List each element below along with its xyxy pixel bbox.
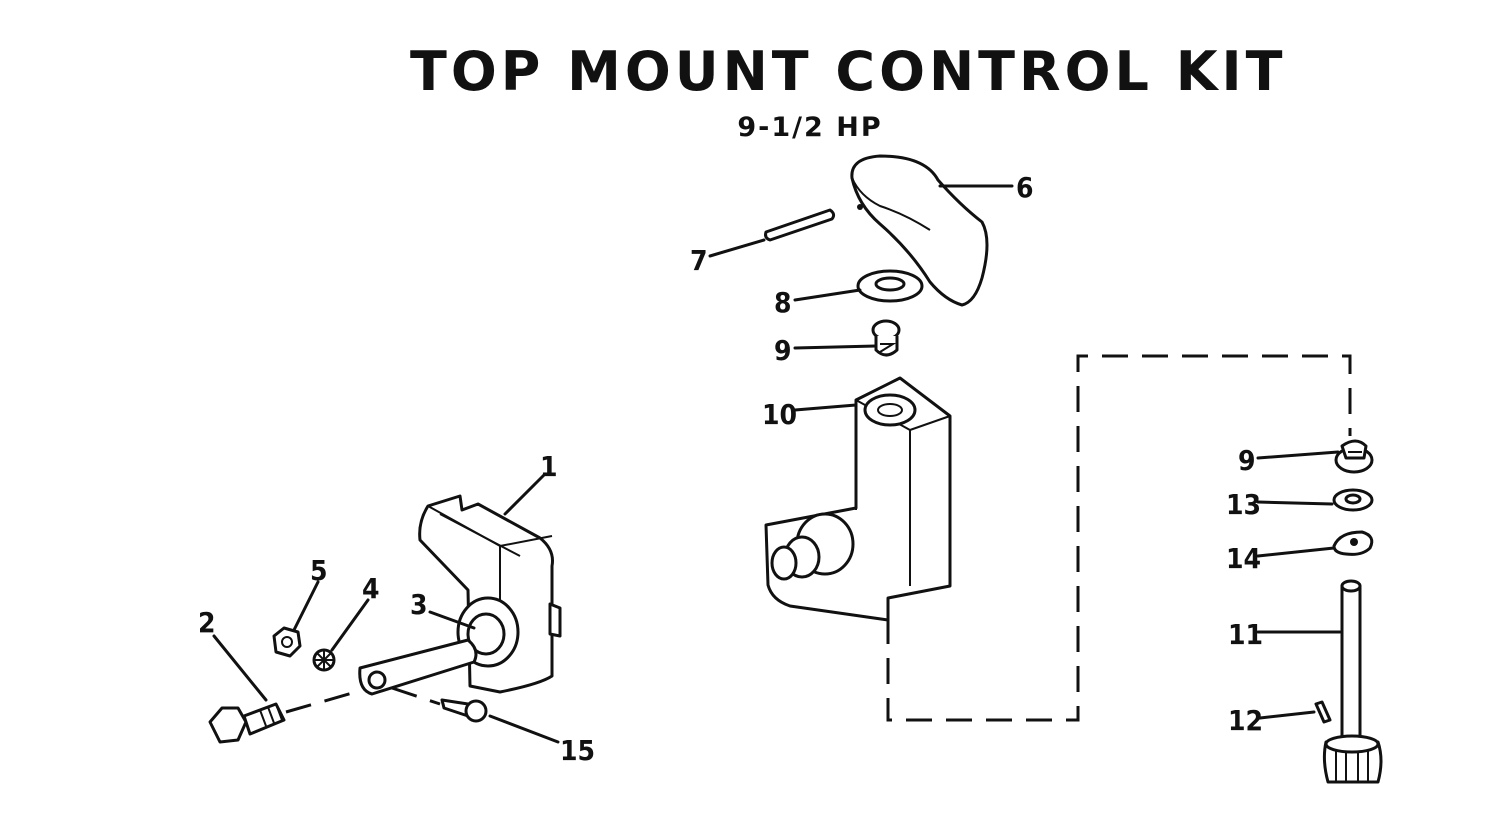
part-8-washer <box>856 269 924 303</box>
callout-13: 13 <box>1226 488 1261 521</box>
part-13-washer <box>1332 488 1374 512</box>
callout-15: 15 <box>560 734 595 767</box>
assembly-dashed-lines-left <box>285 686 441 714</box>
callout-1: 1 <box>540 450 558 483</box>
part-6-control-handle <box>850 154 989 307</box>
callout-9-right: 9 <box>1238 444 1256 477</box>
part-7-pin <box>764 208 836 242</box>
callout-4: 4 <box>362 572 380 605</box>
callout-11: 11 <box>1228 618 1263 651</box>
diagram-subtitle: 9-1/2 HP <box>737 112 883 143</box>
callout-5: 5 <box>310 554 328 587</box>
callout-14: 14 <box>1226 542 1261 575</box>
part-2-shoulder-bolt <box>208 702 286 744</box>
callout-8: 8 <box>774 286 792 319</box>
callout-9-upper: 9 <box>774 334 792 367</box>
part-10-control-housing <box>764 376 952 622</box>
part-9-bushing-upper <box>871 319 901 357</box>
callout-2: 2 <box>198 606 216 639</box>
part-5-nut <box>272 626 302 658</box>
callout-12: 12 <box>1228 704 1263 737</box>
diagram-title: TOP MOUNT CONTROL KIT <box>410 40 1287 103</box>
part-11-shaft-pinion <box>1322 579 1383 784</box>
callout-7: 7 <box>690 244 708 277</box>
part-9-bushing-right <box>1334 439 1374 474</box>
callout-10: 10 <box>762 398 797 431</box>
leader-lines <box>212 184 1342 744</box>
callout-3: 3 <box>410 588 428 621</box>
part-14-cam-plate <box>1332 530 1374 556</box>
callout-numbers: 6 7 8 9 10 9 13 14 11 12 1 3 4 5 2 15 <box>198 171 1263 767</box>
part-15-screw <box>440 698 488 723</box>
part-3-arm-link <box>358 638 478 696</box>
part-12-roll-pin <box>1314 700 1332 724</box>
part-4-lock-washer <box>312 648 336 672</box>
assembly-dashed-path <box>886 354 1352 722</box>
callout-6: 6 <box>1016 171 1034 204</box>
